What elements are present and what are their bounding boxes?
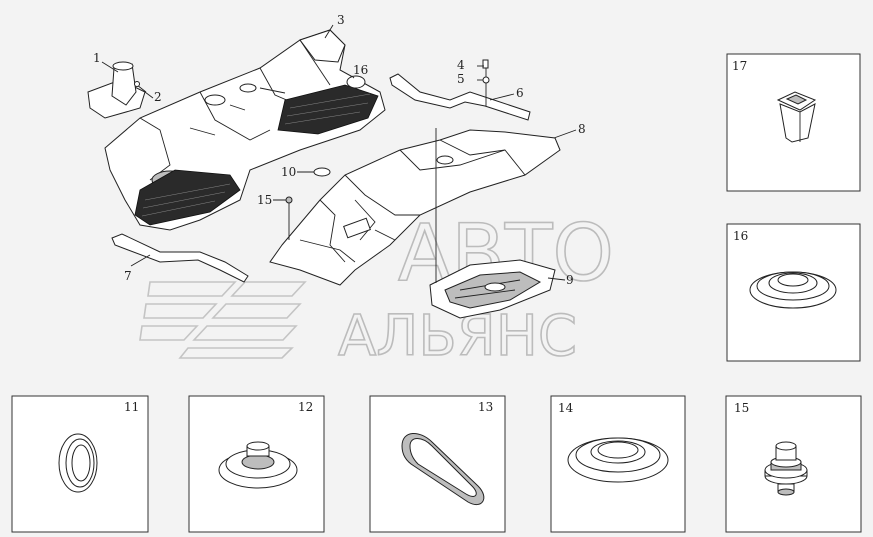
callout-numbers: 1 2 3 4 5 6 7 8 9 10 15 16 xyxy=(93,13,586,287)
detail-box-13: 13 xyxy=(369,395,506,533)
grommet-part-14 xyxy=(567,437,669,483)
rail-bracket xyxy=(389,59,531,121)
floor-assembly xyxy=(87,29,561,319)
detail-box-11: 11 xyxy=(11,395,149,533)
callout-1: 1 xyxy=(93,51,101,65)
callout-5: 5 xyxy=(457,72,465,86)
side-sill xyxy=(111,233,249,283)
grommet-part-16 xyxy=(749,271,837,309)
detail-box-12-label: 12 xyxy=(298,400,313,414)
callout-2: 2 xyxy=(154,90,162,104)
detail-box-17: 17 xyxy=(726,53,861,192)
callout-15: 15 xyxy=(257,193,272,207)
detail-box-11-label: 11 xyxy=(124,400,139,414)
grommet-10-installed xyxy=(313,167,331,177)
bolt-part-2 xyxy=(134,81,147,93)
rear-tub xyxy=(429,259,556,319)
grommet-16-installed xyxy=(346,75,366,89)
callout-9: 9 xyxy=(566,273,574,287)
callout-4: 4 xyxy=(457,58,465,72)
detail-box-15: 15 xyxy=(725,395,862,533)
detail-box-16: 16 xyxy=(726,223,861,362)
detail-box-16-label: 16 xyxy=(733,229,748,243)
callout-10: 10 xyxy=(281,165,296,179)
detail-box-13-label: 13 xyxy=(478,400,493,414)
callout-leaders xyxy=(101,24,577,281)
oval-grommet-part-13 xyxy=(401,433,485,506)
detail-box-14-label: 14 xyxy=(558,401,574,415)
gear-boot xyxy=(87,61,146,119)
callout-7: 7 xyxy=(124,269,132,283)
callout-6: 6 xyxy=(516,86,524,100)
callout-8: 8 xyxy=(578,122,586,136)
grommet-part-11 xyxy=(58,433,98,493)
plug-part-15 xyxy=(764,441,808,496)
grommet-part-12 xyxy=(218,441,298,489)
rear-floor-panel xyxy=(269,129,561,286)
plug-15-installed xyxy=(285,196,293,204)
cup-holder-part-17 xyxy=(776,91,817,143)
watermark-logo xyxy=(139,281,307,359)
callout-3: 3 xyxy=(337,13,345,27)
detail-box-14: 14 xyxy=(550,395,686,533)
detail-box-15-label: 15 xyxy=(734,401,749,415)
detail-box-12: 12 xyxy=(188,395,325,533)
callout-16: 16 xyxy=(353,63,368,77)
floor-mats xyxy=(134,84,379,226)
detail-box-17-label: 17 xyxy=(732,59,747,73)
